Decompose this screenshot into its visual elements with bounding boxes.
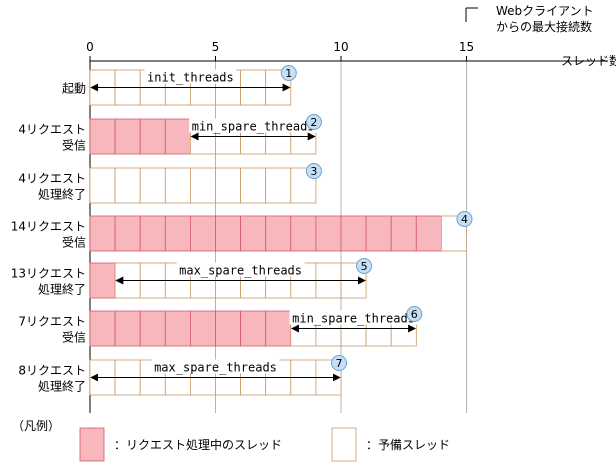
busy-thread-cell <box>265 215 292 252</box>
spare-thread-cell <box>215 167 242 204</box>
spare-thread-cell <box>114 167 141 204</box>
tick-label-15: 15 <box>459 40 474 54</box>
row-label-2-2: 受信 <box>62 139 86 153</box>
legend-busy-swatch <box>79 427 105 462</box>
step-marker-4 <box>456 211 473 227</box>
step-marker-number-4: 4 <box>461 213 468 226</box>
busy-thread-cell <box>189 310 216 347</box>
legend-spare-swatch <box>331 427 357 462</box>
legend: （凡例） ：リクエスト処理中のスレッド ：予備スレッド <box>12 419 450 462</box>
row-label-6-1: 7リクエスト <box>18 315 86 329</box>
busy-thread-cell <box>139 215 166 252</box>
row-label-5-1: 13リクエスト <box>11 267 86 281</box>
busy-thread-cell <box>164 215 191 252</box>
busy-thread-cell <box>240 310 267 347</box>
arrow-label-bg-2 <box>189 118 318 133</box>
busy-thread-cell <box>114 215 141 252</box>
spare-thread-cell <box>265 167 292 204</box>
row-label-6-2: 受信 <box>62 331 86 345</box>
row-label-1-1: 起動 <box>62 82 86 96</box>
busy-thread-cell <box>415 215 442 252</box>
busy-thread-cell <box>139 118 166 155</box>
row-label-4-2: 受信 <box>62 236 86 250</box>
legend-title: （凡例） <box>12 419 60 433</box>
row-label-7-2: 処理終了 <box>38 379 86 394</box>
spare-thread-cell <box>139 167 166 204</box>
busy-thread-cell <box>114 118 141 155</box>
busy-thread-cell <box>89 118 116 155</box>
spare-thread-cell <box>189 167 216 204</box>
axis-label: スレッド数 <box>561 53 616 68</box>
step-marker-number-3: 3 <box>310 165 317 178</box>
busy-thread-cell <box>139 310 166 347</box>
busy-thread-cell <box>114 310 141 347</box>
busy-thread-cell <box>340 215 367 252</box>
row-label-3-2: 処理終了 <box>38 187 86 202</box>
row-label-5-2: 処理終了 <box>38 282 86 297</box>
step-marker-number-2: 2 <box>310 116 317 129</box>
tick-label-10: 10 <box>333 40 348 54</box>
busy-thread-cell <box>89 215 116 252</box>
row-label-4-1: 14リクエスト <box>11 220 86 234</box>
spare-thread-cell <box>164 167 191 204</box>
spare-thread-cell <box>89 167 116 204</box>
arrow-label-bg-7 <box>151 359 280 374</box>
step-marker-number-6: 6 <box>411 308 418 321</box>
step-marker-number-1: 1 <box>285 67 292 80</box>
step-marker-number-7: 7 <box>336 357 343 370</box>
row-label-3-1: 4リクエスト <box>18 172 86 186</box>
step-marker-2 <box>305 114 322 130</box>
busy-thread-cell <box>89 310 116 347</box>
busy-thread-cell <box>290 215 317 252</box>
arrow-label-bg-5 <box>176 262 305 277</box>
arrow-label-6: min_spare_threads <box>292 312 415 326</box>
busy-thread-cell <box>365 215 392 252</box>
tick-label-0: 0 <box>86 40 94 54</box>
max-line-label-1: Webクライアント <box>496 4 594 18</box>
row-label-2-1: 4リクエスト <box>18 123 86 137</box>
busy-thread-cell <box>265 310 292 347</box>
tick-label-5: 5 <box>212 40 220 54</box>
arrow-label-7: max_spare_threads <box>154 361 277 375</box>
step-marker-3 <box>305 163 322 179</box>
busy-thread-cell <box>315 215 342 252</box>
step-marker-number-5: 5 <box>361 260 368 273</box>
step-marker-6 <box>406 306 423 322</box>
row-1: 起動 init_threads 1 <box>62 65 297 106</box>
row-label-7-1: 8リクエスト <box>18 364 86 378</box>
busy-thread-cell <box>215 310 242 347</box>
arrow-label-1: init_threads <box>147 71 234 85</box>
busy-thread-cell <box>164 310 191 347</box>
legend-busy-label: ：リクエスト処理中のスレッド <box>114 437 282 452</box>
busy-thread-cell <box>189 215 216 252</box>
spare-thread-cell <box>240 167 267 204</box>
max-line-label-2: からの最大接続数 <box>496 19 592 34</box>
busy-thread-cell <box>164 118 191 155</box>
arrow-label-2: min_spare_threads <box>192 120 315 134</box>
step-marker-5 <box>356 258 373 274</box>
busy-thread-cell <box>390 215 417 252</box>
legend-spare-label: ：予備スレッド <box>366 437 450 452</box>
busy-thread-cell <box>215 215 242 252</box>
arrow-label-bg-1 <box>144 69 237 84</box>
step-marker-7 <box>331 355 347 371</box>
arrow-label-5: max_spare_threads <box>179 264 302 278</box>
busy-thread-cell <box>240 215 267 252</box>
arrow-label-bg-6 <box>289 310 418 325</box>
max-connection-label: Webクライアント からの最大接続数 <box>465 4 594 34</box>
axis-ticks: 0 5 10 15 <box>86 40 474 61</box>
step-marker-1 <box>280 65 297 81</box>
busy-thread-cell <box>89 262 116 299</box>
